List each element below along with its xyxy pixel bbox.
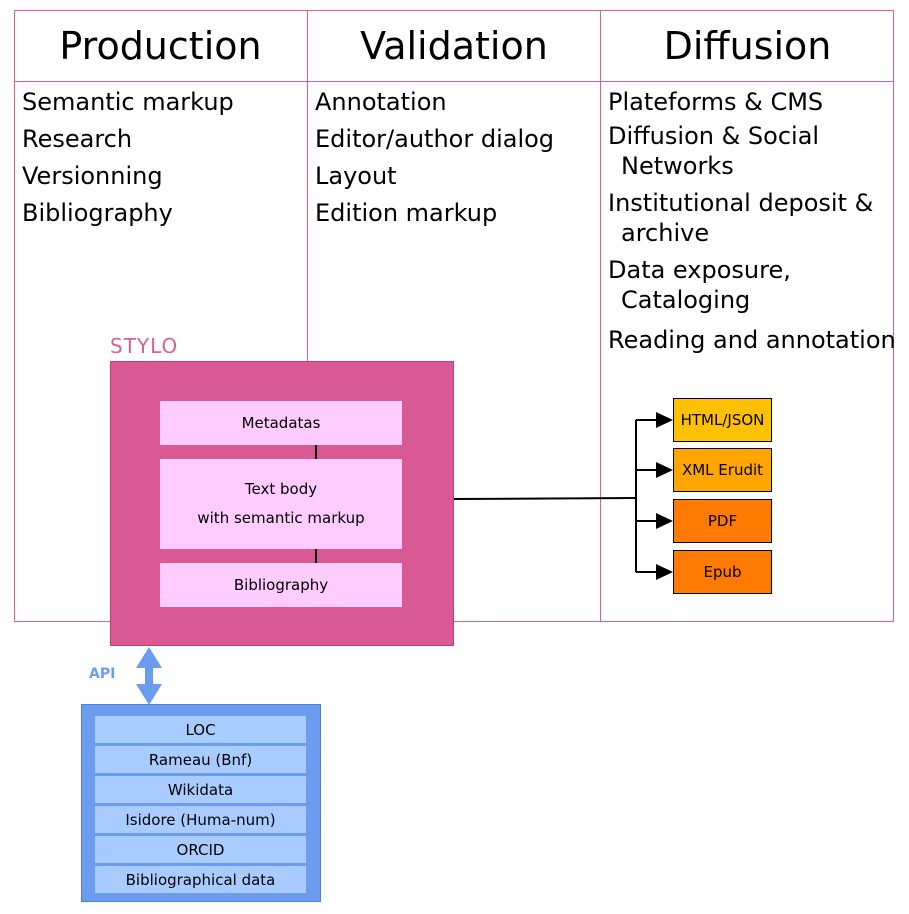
list-item: Bibliography: [22, 199, 173, 227]
list-item: Plateforms & CMS: [608, 88, 824, 116]
list-item: Annotation: [315, 88, 447, 116]
column-header-validation: Validation: [360, 23, 548, 68]
api-arrow-up: [136, 647, 162, 668]
connector-line: [315, 445, 317, 459]
arrow-head: [656, 412, 673, 428]
list-item-line: Cataloging: [621, 286, 751, 314]
list-item: Institutional deposit & archive: [608, 188, 888, 248]
source-row: ORCID: [95, 836, 306, 863]
production-list: Semantic markup Research Versionning Bib…: [22, 84, 234, 232]
list-item: Diffusion & Social Networks: [608, 121, 888, 181]
list-item: Versionning: [22, 162, 163, 190]
api-arrow-down: [136, 684, 162, 705]
list-item-line: Diffusion & Social: [608, 122, 820, 150]
column-header-diffusion: Diffusion: [663, 23, 832, 68]
source-row: Wikidata: [95, 776, 306, 803]
list-item-line: Networks: [621, 152, 734, 180]
list-item-line: Data exposure,: [608, 256, 791, 284]
list-item: Edition markup: [315, 199, 498, 227]
output-epub: Epub: [673, 550, 772, 594]
column-header-production: Production: [59, 23, 262, 68]
header-divider: [14, 81, 894, 82]
validation-list: Annotation Editor/author dialog Layout E…: [315, 84, 554, 232]
arrow-head: [656, 513, 673, 529]
list-item: Semantic markup: [22, 88, 234, 116]
list-item: Layout: [315, 162, 397, 190]
bibliography-box: Bibliography: [160, 563, 402, 607]
output-html-json: HTML/JSON: [673, 398, 772, 442]
arrow-head: [656, 462, 673, 478]
list-item-line: archive: [621, 219, 710, 247]
source-row: Rameau (Bnf): [95, 746, 306, 773]
output-pdf: PDF: [673, 499, 772, 543]
metadatas-box: Metadatas: [160, 401, 402, 445]
diffusion-list: Plateforms & CMS Diffusion & Social Netw…: [608, 84, 896, 359]
stylo-label: STYLO: [110, 334, 179, 358]
connector-line: [315, 549, 317, 563]
output-xml-erudit: XML Erudit: [673, 448, 772, 492]
workflow-table: [14, 10, 894, 622]
text-body-line: Text body: [244, 480, 318, 498]
source-row: Bibliographical data: [95, 866, 306, 893]
list-item: Editor/author dialog: [315, 125, 555, 153]
api-label: API: [89, 666, 116, 682]
text-body-box: Text body with semantic markup: [160, 459, 402, 549]
list-item: Data exposure, Cataloging: [608, 255, 888, 315]
source-row: Isidore (Huma-num): [95, 806, 306, 833]
arrow-head: [656, 564, 673, 580]
column-divider: [600, 10, 601, 622]
text-body-line: with semantic markup: [197, 509, 365, 527]
source-row: LOC: [95, 716, 306, 743]
list-item: Reading and annotation: [608, 326, 896, 354]
list-item: Research: [22, 125, 133, 153]
list-item-line: Institutional deposit &: [608, 189, 874, 217]
column-divider: [307, 10, 308, 622]
main-connector: [453, 497, 637, 500]
